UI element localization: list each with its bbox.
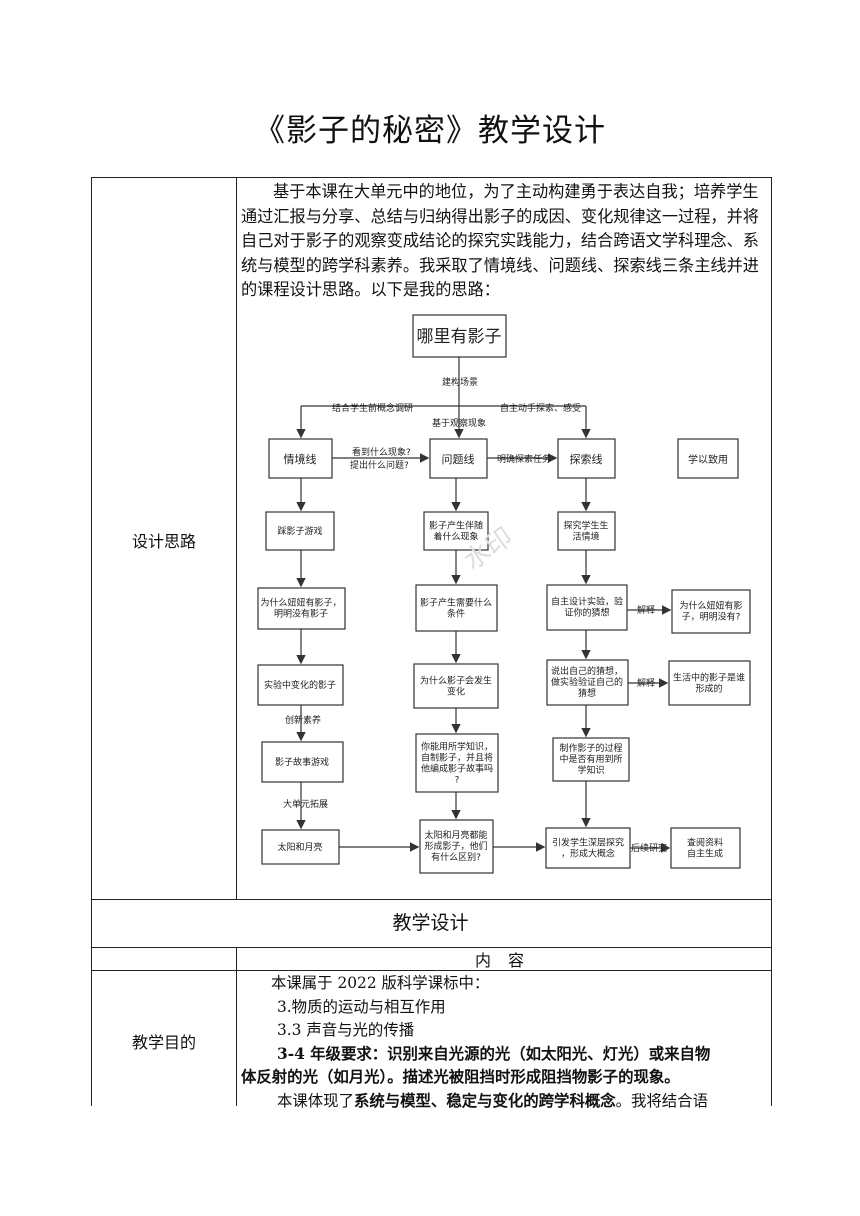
final-node-label: 查阅资料 (687, 837, 723, 849)
q-node-4 (415, 733, 499, 793)
explore-node-label: 中是否有用到所 (559, 753, 622, 765)
teaching-goal-label: 教学目的 (131, 1033, 196, 1052)
intro-paragraph: 基于本课在大单元中的地位，为了主动构建勇于表达自我；培养学生通过汇报与分享、总结… (241, 180, 764, 303)
explore-line-node (557, 438, 616, 479)
teaching-goals-text: 本课属于 2022 版科学课标中： 3.物质的运动与相互作用 3.3 声音与光的… (241, 972, 765, 1113)
e-node-2 (546, 584, 628, 631)
s-node-2 (257, 587, 346, 630)
question-node-label: 为什么影子会发生 (420, 675, 492, 687)
question-node-label: 变化 (447, 686, 465, 698)
e-node-5 (545, 827, 631, 869)
q-node-2 (415, 584, 498, 632)
goal-line: 本课体现了系统与模型、稳定与变化的跨学科概念。我将结合语 (241, 1090, 765, 1114)
explore-side-node-label: 形成的 (695, 683, 722, 695)
line-label: 学以致用 (688, 453, 728, 466)
intro-text: 基于本课在大单元中的地位，为了主动构建勇于表达自我；培养学生通过汇报与分享、总结… (241, 182, 759, 299)
situation-node-label: 影子故事游戏 (275, 756, 329, 768)
edge-label: 基于观察现象 (432, 417, 486, 429)
course-flowchart: 水印 建构场景 结合学生前概念调研 基于观察现象 自主动手探索、感受 看到什么现… (257, 314, 751, 874)
goal-line: 体反射的光（如月光）。描述光被阻挡时形成阻挡物影子的现象。 (241, 1068, 680, 1086)
edge-label: 自主动手探索、感受 (500, 402, 581, 414)
question-node-label: 影子产生需要什么 (420, 597, 492, 609)
situation-node-label: 明明没有影子 (274, 608, 328, 620)
explore-node-label: 说出自己的猜想， (551, 665, 623, 677)
question-line-node (429, 438, 488, 479)
explore-node-label: 学知识 (577, 764, 604, 776)
final-node (670, 827, 741, 869)
explore-node-label: 引发学生深层探究 (552, 837, 624, 849)
goal-line: 3.物质的运动与相互作用 (277, 997, 446, 1016)
situation-node-label: 踩影子游戏 (277, 525, 322, 537)
e-node-1 (557, 511, 616, 551)
goal-line-post: 。我将结合语 (615, 1091, 708, 1110)
row-divider (92, 947, 771, 948)
question-node-label: 有什么区别? (431, 851, 481, 863)
situation-node-label: 太阳和月亮 (277, 841, 322, 853)
question-node-label: 形成影子，他们 (424, 840, 487, 852)
question-node-label: 着什么现象 (433, 531, 478, 543)
e-node-4 (552, 737, 630, 782)
explore-node-label: 证你的猜想 (564, 607, 609, 619)
s-node-3 (257, 664, 344, 706)
edge-label: 大单元拓展 (283, 798, 328, 810)
line-label: 问题线 (442, 452, 475, 466)
line-label: 探索线 (570, 452, 603, 466)
design-table (91, 177, 772, 1106)
document-title: 《影子的秘密》教学设计 (254, 113, 606, 149)
row-divider (92, 899, 771, 900)
line-label: 情境线 (284, 452, 317, 466)
explore-node-label: ，形成大概念 (561, 848, 615, 860)
goal-line: 3.3 声音与光的传播 (277, 1021, 415, 1039)
e-node-3 (546, 659, 629, 706)
situation-node-label: 实验中变化的影子 (264, 679, 336, 691)
edge-label: 创新素养 (285, 714, 321, 726)
edge-label: 建构场景 (442, 376, 478, 388)
explore-node-label: 猜想 (578, 687, 596, 699)
design-idea-label: 设计思路 (131, 532, 196, 551)
question-node-label: 自制影子，并且将 (421, 752, 493, 764)
q-node-3 (413, 663, 499, 709)
question-node-label: 条件 (447, 608, 465, 620)
question-node-label: 影子产生伴随 (429, 520, 483, 532)
explore-node-label: 活情境 (572, 531, 599, 543)
edge-label: 解释 (637, 604, 655, 616)
explore-node-label: 自主设计实验，验 (551, 596, 623, 608)
explore-side-node-label: 子，明明没有? (682, 611, 741, 623)
apply-line-node (677, 438, 739, 479)
q-node-5 (419, 819, 494, 874)
edge-label: 明确探索任务 (497, 453, 551, 465)
content-heading: 内 容 (474, 951, 531, 970)
question-node-label: 他编成影子故事吗 (421, 763, 493, 775)
edge-label: 提出什么问题? (350, 459, 409, 471)
question-node-label: 太阳和月亮都能 (424, 829, 487, 841)
e-side-node-1 (671, 589, 751, 634)
root-node (412, 314, 507, 358)
s-node-4 (261, 741, 344, 783)
explore-side-node-label: 为什么妞妞有影 (679, 600, 742, 612)
row-divider (92, 970, 771, 971)
column-divider (236, 947, 237, 1106)
explore-node-label: 做实验验证自己的 (551, 676, 623, 688)
edge-label: 解释 (637, 677, 655, 689)
edge-label: 看到什么现象? (352, 446, 411, 458)
edge-label: 后续研究 (631, 842, 667, 854)
question-node-label: 你能用所学知识， (421, 741, 493, 753)
s-node-1 (265, 511, 335, 551)
column-divider (236, 178, 237, 899)
explore-side-node-label: 生活中的影子是谁 (673, 672, 745, 684)
root-node-label: 哪里有影子 (417, 327, 502, 347)
goal-line: 3-4 年级要求：识别来自光源的光（如太阳光、灯光）或来自物 (277, 1044, 711, 1063)
e-side-node-2 (668, 660, 751, 706)
final-node-label: 自主生成 (687, 848, 723, 860)
goal-line: 本课属于 2022 版科学课标中： (271, 974, 490, 992)
explore-node-label: 探究学生生 (563, 520, 608, 532)
section-heading: 教学设计 (392, 912, 469, 934)
explore-node-label: 制作影子的过程 (559, 742, 622, 754)
situation-node-label: 为什么妞妞有影子， (260, 597, 341, 609)
question-node-label: ? (455, 776, 460, 786)
goal-line-pre: 本课体现了 (277, 1091, 354, 1110)
goal-line-bold: 系统与模型、稳定与变化的跨学科概念 (353, 1091, 616, 1110)
edge-label: 结合学生前概念调研 (332, 402, 413, 414)
